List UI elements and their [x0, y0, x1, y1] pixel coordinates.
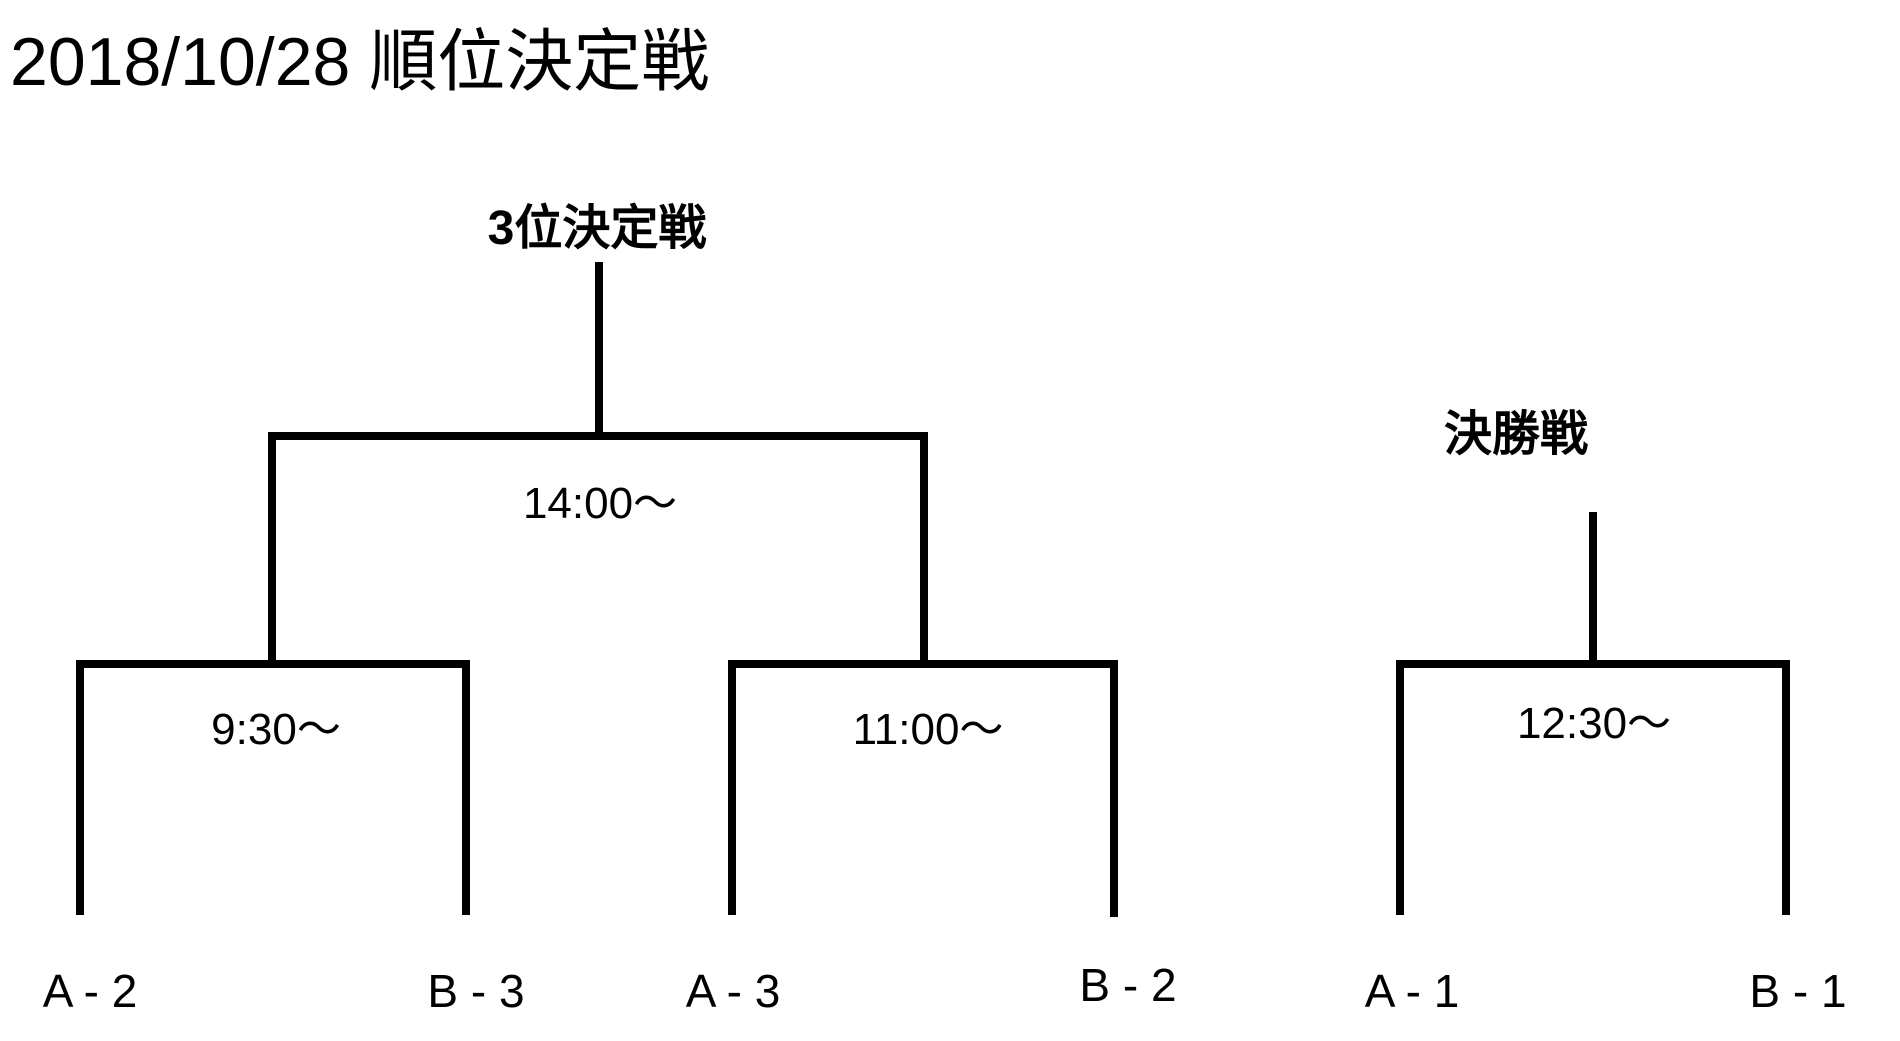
match-1-left-drop: [76, 660, 84, 915]
match-2-left-drop: [728, 660, 736, 915]
match-1-time: 9:30〜: [211, 705, 341, 754]
match-1-right-drop: [462, 660, 470, 915]
match-1-team-right: B - 3: [427, 965, 525, 1017]
match-3-team-right: B - 1: [1749, 965, 1847, 1017]
third-place-label: 3位決定戦: [487, 202, 707, 255]
match-3-time: 12:30〜: [1516, 699, 1672, 748]
third-place-time: 14:00〜: [522, 479, 678, 528]
match-3-bar: [1396, 660, 1790, 668]
match-2-team-left: A - 3: [685, 965, 781, 1017]
third-place-right-drop: [920, 432, 928, 666]
match-2-team-right: B - 2: [1079, 959, 1177, 1011]
match-1-bar: [76, 660, 470, 668]
match-3-right-drop: [1782, 660, 1790, 915]
third-place-left-drop: [268, 432, 276, 666]
final-label: 決勝戦: [1443, 408, 1589, 461]
third-place-bar: [268, 432, 928, 440]
final-stem: [1589, 512, 1597, 667]
match-2-right-drop: [1110, 660, 1118, 917]
page-title: 2018/10/28 順位決定戦: [10, 24, 710, 100]
match-3-left-drop: [1396, 660, 1404, 915]
match-3-team-left: A - 1: [1364, 965, 1460, 1017]
match-2-bar: [728, 660, 1118, 668]
match-1-team-left: A - 2: [42, 965, 138, 1017]
match-2-time: 11:00〜: [852, 705, 1004, 754]
third-place-stem: [595, 262, 603, 439]
